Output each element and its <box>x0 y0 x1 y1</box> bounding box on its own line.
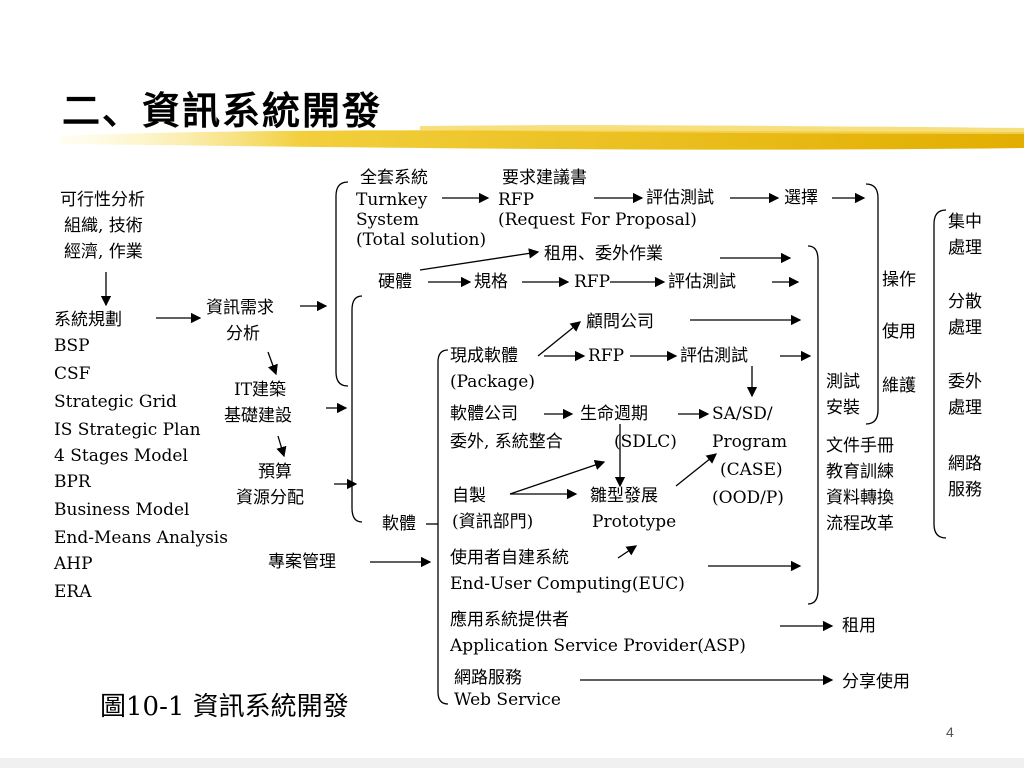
it-infra-1: IT建築 <box>234 380 287 400</box>
project-management: 專案管理 <box>268 552 336 572</box>
planning-method: Business Model <box>54 500 190 520</box>
rfp-label: RFP <box>574 272 611 292</box>
planning-title: 系統規劃 <box>54 310 122 330</box>
slide-title: 二、資訊系統開發 <box>62 88 383 133</box>
sw-company-label: 軟體公司 <box>450 404 518 424</box>
planning-method: ERA <box>54 582 92 602</box>
it-infra-2: 基礎建設 <box>224 406 292 426</box>
euc-label: 使用者自建系統 <box>450 548 569 568</box>
planning-method: IS Strategic Plan <box>54 420 201 440</box>
footer-band <box>0 758 1024 768</box>
processing-label: 分散 <box>948 292 982 312</box>
software-label: 軟體 <box>382 514 416 534</box>
processing-label: 處理 <box>948 318 982 338</box>
docs-label: 流程改革 <box>826 514 894 534</box>
rfp-title: 要求建議書 <box>502 168 587 188</box>
asp-label: Application Service Provider(ASP) <box>450 636 746 656</box>
test-install-label: 測試 <box>826 372 860 392</box>
planning-method: BPR <box>54 472 91 492</box>
web-service-label: Web Service <box>454 690 561 710</box>
sw-company-label: 委外, 系統整合 <box>450 432 563 452</box>
lease-label: 租用 <box>842 616 876 636</box>
processing-label: 服務 <box>948 480 982 500</box>
test-install-label: 安裝 <box>826 398 860 418</box>
prototype-label: Prototype <box>592 512 677 532</box>
page-number: 4 <box>946 724 954 740</box>
turnkey-label: System <box>356 210 419 230</box>
feasibility-factors-2: 經濟, 作業 <box>64 242 143 262</box>
processing-label: 網路 <box>948 454 982 474</box>
lease-outsource-label: 租用、委外作業 <box>544 244 663 264</box>
figure-caption: 圖10-1 資訊系統開發 <box>100 692 349 722</box>
package-label: (Package) <box>450 372 535 392</box>
prototype-label: 雛型發展 <box>590 486 658 506</box>
lifecycle-label: 生命週期 <box>580 404 648 424</box>
maintain-label: 維護 <box>882 376 916 396</box>
evaluate-label: 評估測試 <box>668 272 736 292</box>
planning-method: BSP <box>54 336 90 356</box>
needs-analysis-2: 分析 <box>226 324 260 344</box>
planning-method: 4 Stages Model <box>54 446 188 466</box>
consultant-label: 顧問公司 <box>586 312 654 332</box>
planning-method: AHP <box>54 554 93 574</box>
planning-method: End-Means Analysis <box>54 528 228 548</box>
turnkey-label: Turnkey <box>356 190 428 210</box>
self-made-label: 自製 <box>452 486 486 506</box>
evaluate-label: 評估測試 <box>680 346 748 366</box>
docs-label: 文件手冊 <box>826 436 894 456</box>
feasibility-factors-1: 組織, 技術 <box>64 216 143 236</box>
sa-label: Program <box>712 432 788 452</box>
package-label: 現成軟體 <box>450 346 518 366</box>
needs-analysis-1: 資訊需求 <box>206 298 274 318</box>
lifecycle-label: (SDLC) <box>614 432 677 452</box>
sa-label: (CASE) <box>720 460 783 480</box>
self-made-label: (資訊部門) <box>452 512 534 532</box>
docs-label: 教育訓練 <box>826 462 894 482</box>
budget-1: 預算 <box>258 462 292 482</box>
docs-label: 資料轉換 <box>826 488 894 508</box>
web-service-label: 網路服務 <box>454 668 522 688</box>
planning-method: CSF <box>54 364 91 384</box>
evaluate-label: 評估測試 <box>646 188 714 208</box>
spec-label: 規格 <box>474 272 508 292</box>
turnkey-title: 全套系統 <box>360 168 428 188</box>
use-label: 使用 <box>882 322 916 342</box>
asp-label: 應用系統提供者 <box>450 610 569 630</box>
euc-label: End-User Computing(EUC) <box>450 574 685 594</box>
rfp-label: RFP <box>588 346 625 366</box>
rfp-full: (Request For Proposal) <box>498 210 697 230</box>
sa-label: (OOD/P) <box>712 488 784 508</box>
sa-label: SA/SD/ <box>712 404 773 424</box>
turnkey-label: (Total solution) <box>356 230 487 250</box>
processing-label: 集中 <box>948 212 982 232</box>
select-label: 選擇 <box>784 188 818 208</box>
processing-label: 處理 <box>948 238 982 258</box>
rfp-label: RFP <box>498 190 535 210</box>
processing-label: 處理 <box>948 398 982 418</box>
feasibility-title: 可行性分析 <box>60 190 145 210</box>
planning-method: Strategic Grid <box>54 392 177 412</box>
budget-2: 資源分配 <box>236 488 304 508</box>
share-label: 分享使用 <box>842 672 910 692</box>
title-underline-band <box>60 125 1024 150</box>
operate-label: 操作 <box>882 270 916 290</box>
hardware-label: 硬體 <box>378 272 412 292</box>
processing-label: 委外 <box>948 372 982 392</box>
